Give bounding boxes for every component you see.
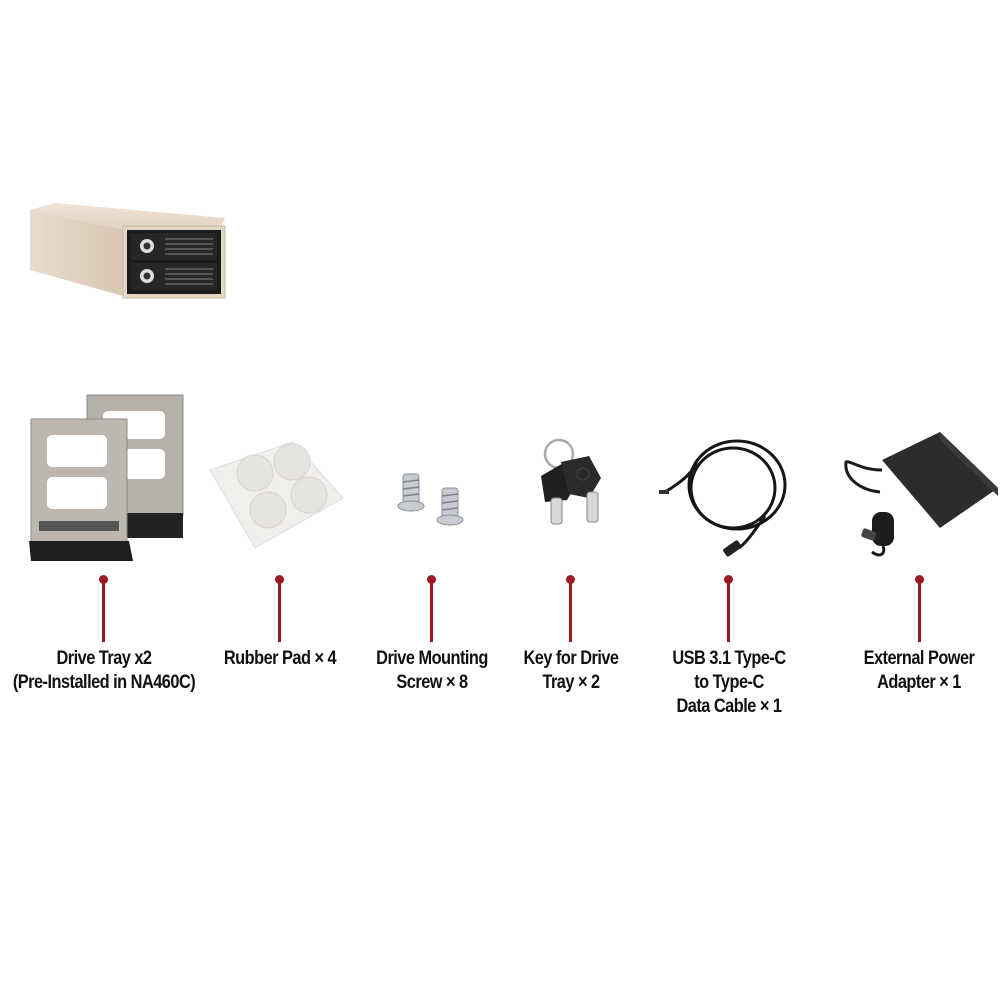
marker-line [918, 580, 921, 642]
key-icon [535, 438, 615, 530]
item-label: Drive Mounting Screw × 8 [376, 648, 488, 693]
marker-dot [566, 575, 575, 584]
marker-line [569, 580, 572, 642]
marker-dot [99, 575, 108, 584]
power-adapter-icon [840, 430, 1000, 560]
item-label: External Power Adapter × 1 [863, 648, 975, 693]
item-label: Key for Drive Tray × 2 [523, 648, 619, 693]
rubber-pad-icon [205, 440, 345, 550]
marker-dot [275, 575, 284, 584]
marker-dot [724, 575, 733, 584]
marker-dot [915, 575, 924, 584]
marker-line [727, 580, 730, 642]
marker-line [278, 580, 281, 642]
screw-icon [395, 470, 475, 530]
drive-tray-icon [25, 393, 190, 563]
usb-cable-icon [655, 430, 795, 558]
marker-line [430, 580, 433, 642]
marker-line [102, 580, 105, 642]
drive-enclosure-icon [25, 200, 230, 300]
item-label: Drive Tray x2 (Pre-Installed in NA460C) [12, 648, 196, 693]
marker-dot [427, 575, 436, 584]
item-label: USB 3.1 Type-C to Type-C Data Cable × 1 [672, 648, 786, 717]
item-label: Rubber Pad × 4 [223, 648, 337, 669]
